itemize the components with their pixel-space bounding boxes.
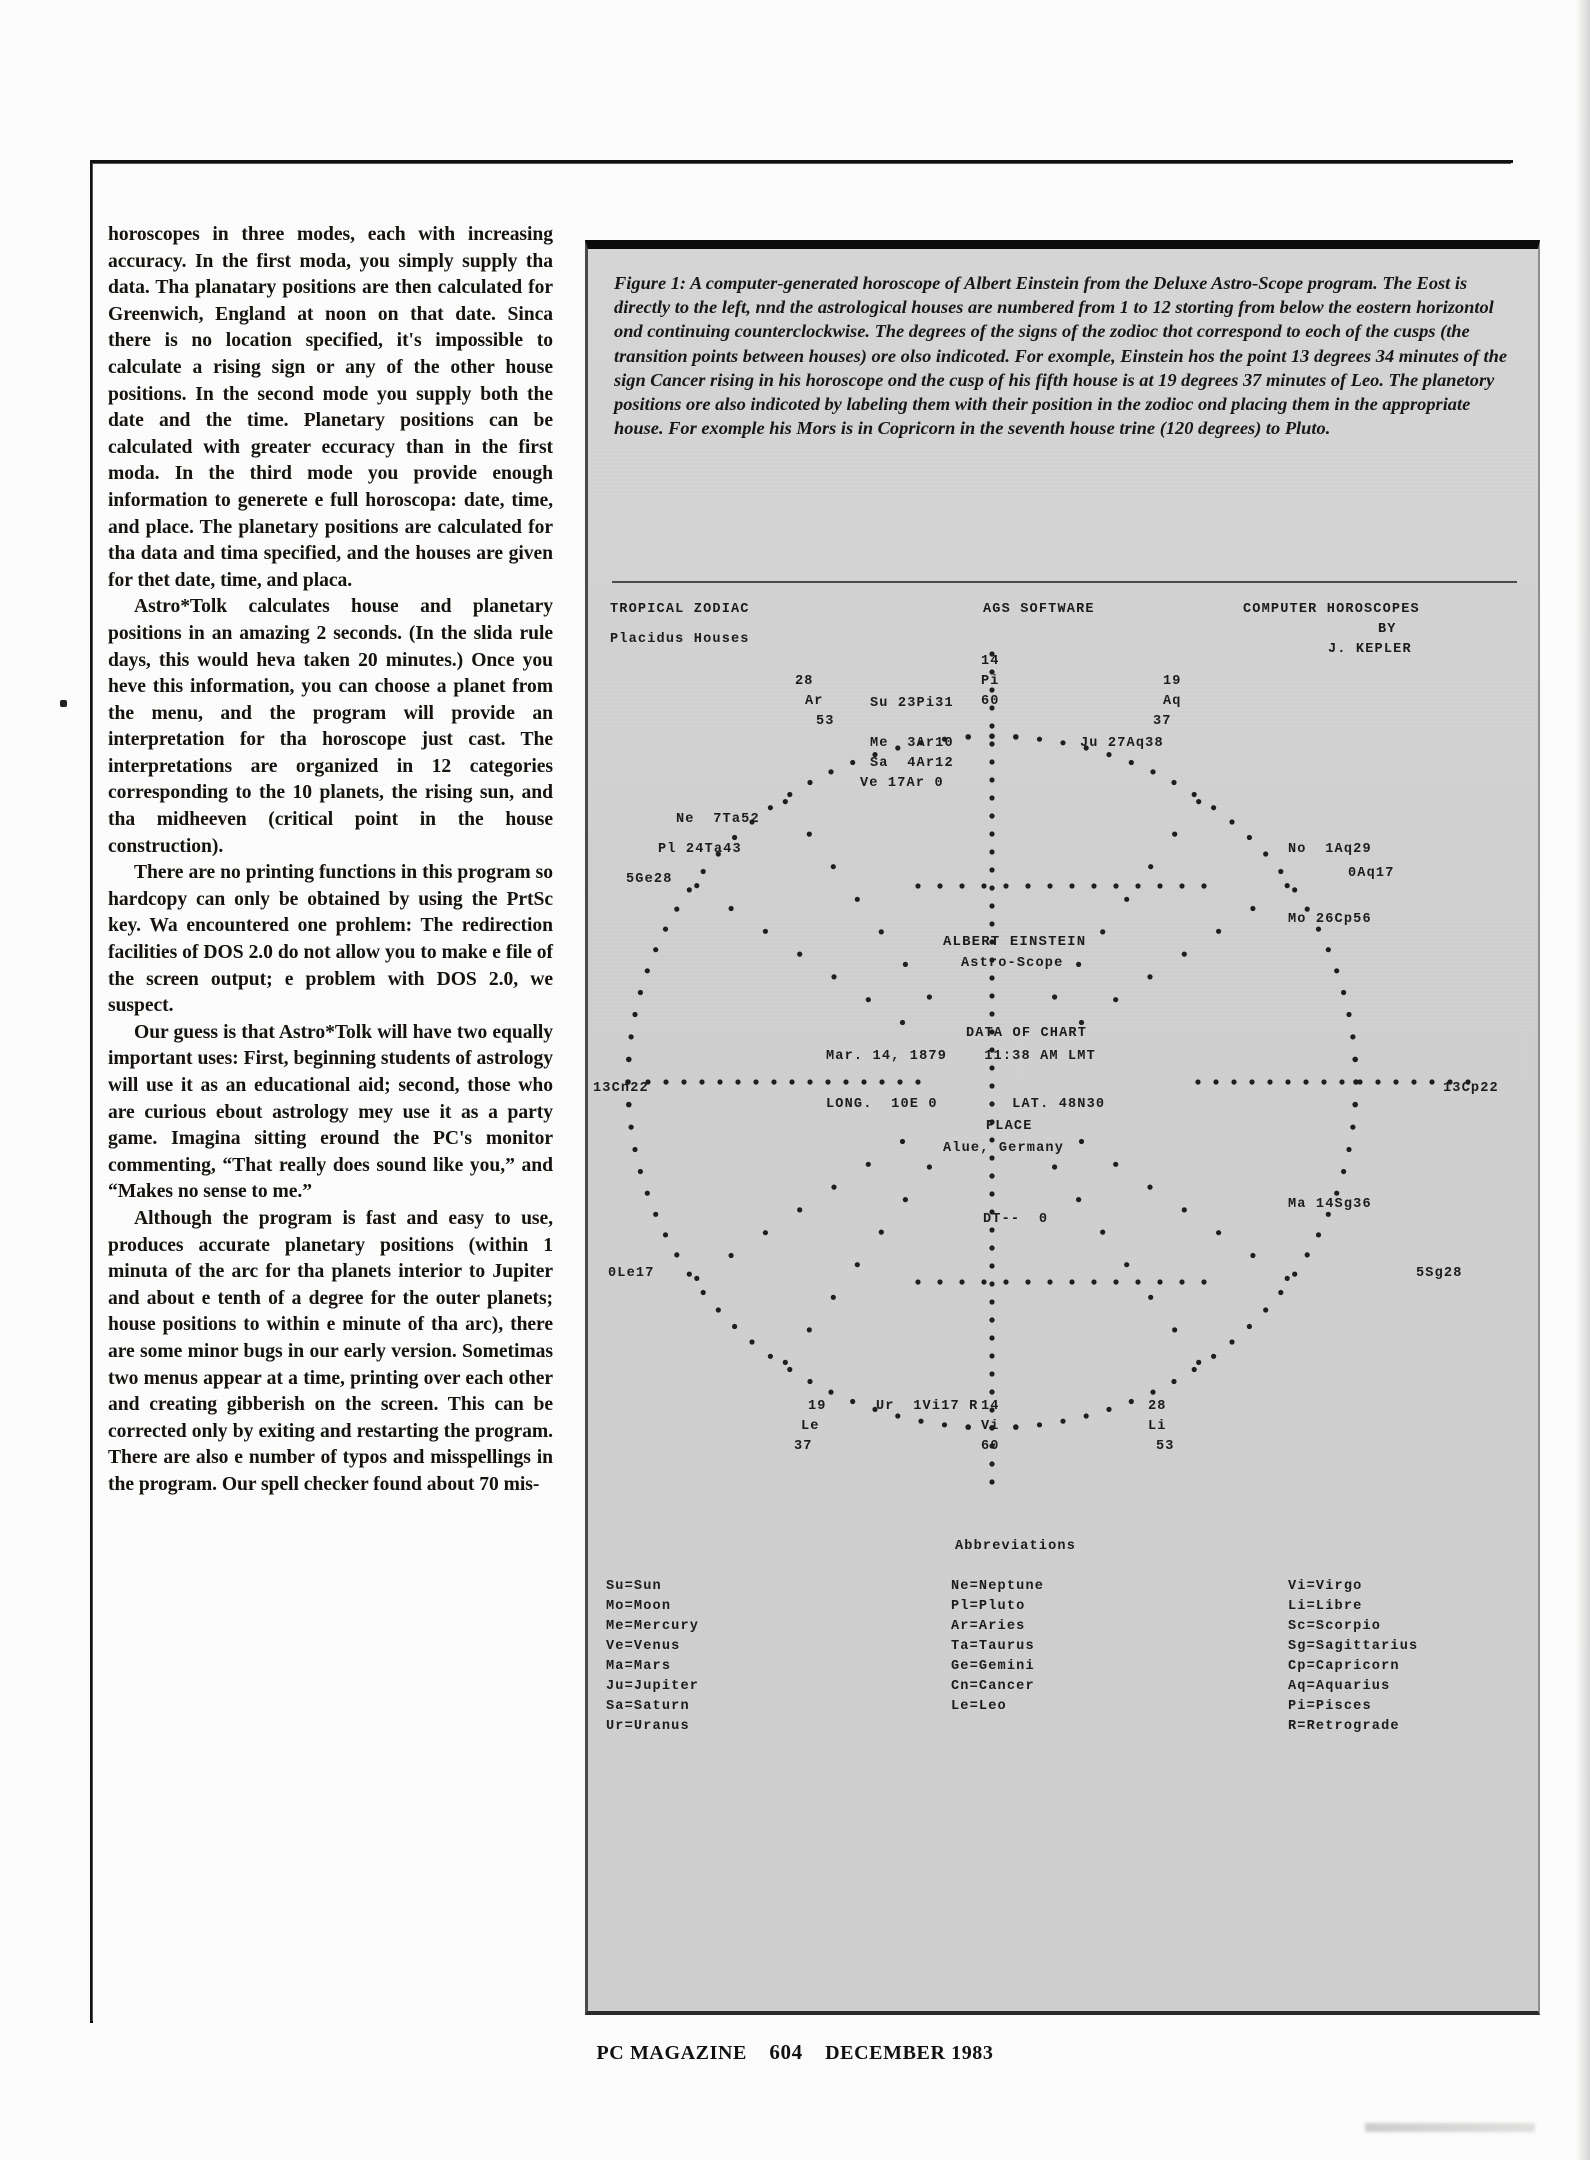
- chart-place-label: PLACE: [986, 1119, 1033, 1134]
- chart-place: Aluе, Germany: [943, 1141, 1064, 1156]
- abbrev-col2-2: Ar=Aries: [951, 1619, 1026, 1634]
- abbrev-title: Abbreviations: [955, 1539, 1076, 1554]
- extra-label-0le17: 0Le17: [608, 1266, 655, 1281]
- abbrev-col3-1: Li=Libre: [1288, 1599, 1363, 1614]
- page-rule-frame: [90, 160, 1513, 2023]
- paragraph: There are no printing functions in this …: [108, 862, 553, 1017]
- scan-artifact: [1365, 2123, 1535, 2132]
- scan-edge-shadow: [1576, 0, 1590, 2160]
- chart-program: Astro-Scope: [961, 956, 1064, 971]
- article-text-column: horoscopes in three modes, each with inc…: [108, 222, 553, 1499]
- cusp-label-ar: Ar: [805, 694, 824, 709]
- figure-background: [588, 249, 1538, 2011]
- chart-header-tropical-zodiac: TROPICAL ZODIAC: [610, 602, 750, 617]
- page-footer: PC MAGAZINE 604 DECEMBER 1983: [0, 2040, 1590, 2065]
- planet-node: No 1Aq29: [1288, 842, 1372, 857]
- extra-label-5sg28: 5Sg28: [1416, 1266, 1463, 1281]
- abbrev-col1-4: Ma=Mars: [606, 1659, 672, 1674]
- page-rule-frame-shadow: [92, 163, 1511, 2021]
- cusp-label-13cn22: 13Cn22: [593, 1081, 649, 1096]
- chart-header-computer-horoscopes: COMPUTER HOROSCOPES: [1243, 602, 1420, 617]
- footer-page-number: 604: [769, 2040, 803, 2064]
- abbrev-col3-2: Sc=Scorpio: [1288, 1619, 1382, 1634]
- cusp-label-53b: 53: [1156, 1439, 1175, 1454]
- abbrev-col2-3: Ta=Taurus: [951, 1639, 1035, 1654]
- chart-header-kepler: J. KEPLER: [1328, 642, 1412, 657]
- planet-mercury: Me 3Ar10: [870, 736, 954, 751]
- cusp-label-60: 60: [981, 694, 1000, 709]
- cusp-label-aq: Aq: [1163, 694, 1182, 709]
- planet-moon: Mo 26Cp56: [1288, 912, 1372, 927]
- cusp-label-53: 53: [816, 714, 835, 729]
- cusp-label-19: 19: [1163, 674, 1182, 689]
- abbrev-col1-0: Su=Sun: [606, 1579, 662, 1594]
- planet-sun: Su 23Pi31: [870, 696, 954, 711]
- abbrev-col2-4: Ge=Gemini: [951, 1659, 1035, 1674]
- abbrev-col1-5: Ju=Jupiter: [606, 1679, 700, 1694]
- footer-magazine: PC MAGAZINE: [596, 2042, 747, 2064]
- cusp-label-13cp22: 13Cp22: [1443, 1081, 1499, 1096]
- abbrev-col2-6: Le=Leo: [951, 1699, 1007, 1714]
- planet-saturn: Sa 4Ar12: [870, 756, 954, 771]
- chart-datetime: Mar. 14, 1879 11:38 AM LMT: [826, 1049, 1096, 1064]
- abbrev-col1-2: Me=Mercury: [606, 1619, 700, 1634]
- chart-header-by: BY: [1378, 622, 1397, 637]
- paragraph: Astro*Tolk calculates house and planetar…: [108, 596, 553, 857]
- planet-pluto: Pl 24Ta43: [658, 842, 742, 857]
- margin-mark: [60, 700, 67, 707]
- cusp-label-li: Li: [1148, 1419, 1167, 1434]
- horoscope-wheel-dots: [625, 651, 1471, 1485]
- abbrev-col1-1: Mo=Moon: [606, 1599, 672, 1614]
- cusp-label-14: 14: [981, 654, 1000, 669]
- abbrev-col3-4: Cp=Capricorn: [1288, 1659, 1400, 1674]
- cusp-label-37b: 37: [794, 1439, 813, 1454]
- chart-dt: DT-- 0: [983, 1212, 1049, 1227]
- abbrev-col2-0: Ne=Neptune: [951, 1579, 1045, 1594]
- chart-header-ags-software: AGS SOFTWARE: [983, 602, 1095, 617]
- footer-issue: DECEMBER 1983: [825, 2042, 994, 2064]
- abbrev-col3-7: R=Retrograde: [1288, 1719, 1400, 1734]
- planet-venus: Ve 17Ar 0: [860, 776, 944, 791]
- paragraph: Our guess is that Astro*Tolk will have t…: [108, 1021, 553, 1203]
- paragraph: horoscopes in three modes, each with inc…: [108, 224, 553, 591]
- abbrev-col1-3: Ve=Venus: [606, 1639, 681, 1654]
- abbrev-col3-5: Aq=Aquarius: [1288, 1679, 1391, 1694]
- cusp-label-28b: 28: [1148, 1399, 1167, 1414]
- chart-header-placidus-houses: Placidus Houses: [610, 632, 750, 647]
- figure-panel: Figure 1: A computer-generated horoscope…: [585, 240, 1540, 2015]
- chart-longlat: LONG. 10E 0 LAT. 48N30: [826, 1097, 1106, 1112]
- figure-caption: Figure 1: A computer-generated horoscope…: [614, 273, 1508, 439]
- cusp-label-28: 28: [795, 674, 814, 689]
- planet-mars: Ma 14Sg36: [1288, 1197, 1372, 1212]
- extra-label-5ge28: 5Ge28: [626, 872, 673, 887]
- horoscope-chart: TROPICAL ZODIAC Placidus Houses AGS SOFT…: [588, 594, 1540, 2024]
- planet-neptune: Ne 7Ta52: [676, 812, 760, 827]
- abbrev-col3-6: Pi=Pisces: [1288, 1699, 1372, 1714]
- paragraph: Although the program is fast and easy to…: [108, 1207, 553, 1495]
- cusp-label-pi: Pi: [981, 674, 1000, 689]
- abbrev-col1-7: Ur=Uranus: [606, 1719, 690, 1734]
- planet-uranus: Ur 1Vi17 R: [876, 1399, 979, 1414]
- abbrev-col3-3: Sg=Sagittarius: [1288, 1639, 1419, 1654]
- abbrev-col3-0: Vi=Virgo: [1288, 1579, 1363, 1594]
- extra-label-0aq17: 0Aq17: [1348, 866, 1395, 881]
- abbrev-col1-6: Sa=Saturn: [606, 1699, 690, 1714]
- abbrev-col2-5: Cn=Cancer: [951, 1679, 1035, 1694]
- cusp-label-19b: 19: [808, 1399, 827, 1414]
- chart-name: ALBERT EINSTEIN: [943, 934, 1087, 950]
- cusp-label-le: Le: [801, 1419, 820, 1434]
- abbrev-col2-1: Pl=Pluto: [951, 1599, 1026, 1614]
- cusp-label-37: 37: [1153, 714, 1172, 729]
- caption-divider: [612, 581, 1517, 583]
